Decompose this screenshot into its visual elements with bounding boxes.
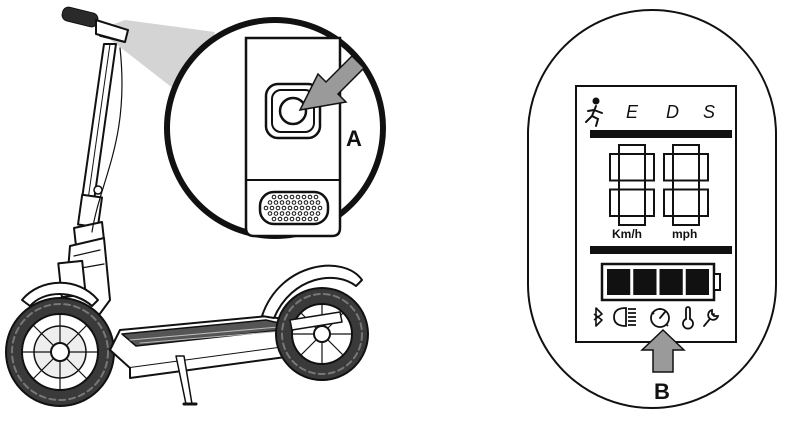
digit-segment (644, 188, 655, 217)
grille-hole (279, 200, 285, 205)
battery-icon (600, 262, 721, 302)
grille-hole (287, 205, 293, 211)
scooter-illustration (5, 6, 369, 407)
grille-hole (303, 200, 309, 205)
grille-hole (271, 194, 277, 200)
front-fender (21, 281, 99, 307)
grille-hole (299, 205, 305, 211)
speed-digit-ones (663, 144, 709, 226)
rear-wheel (275, 287, 369, 381)
label-b: B (654, 379, 670, 404)
mode-s: S (703, 102, 715, 122)
display-screen (575, 85, 737, 343)
digit-segment (698, 153, 709, 182)
grille-hole (295, 194, 301, 200)
grille-hole (305, 205, 311, 211)
grille-hole (269, 205, 275, 211)
grille-hole (279, 211, 285, 216)
grille-hole (285, 211, 291, 216)
digit-segment (644, 153, 655, 182)
digit-segment (618, 144, 646, 155)
battery-segment (633, 269, 657, 295)
arrow-a (298, 54, 366, 111)
unit-kmh: Km/h (612, 227, 642, 241)
display-top-bar (590, 130, 732, 138)
grille-hole (307, 194, 313, 200)
unit-mph: mph (672, 227, 697, 241)
speed-digit-tens (609, 144, 655, 226)
label-a: A (346, 126, 362, 151)
arrow-b (640, 328, 686, 373)
grille-hole (273, 200, 279, 205)
grille-hole (283, 216, 289, 222)
grille-hole (317, 205, 323, 211)
battery-segment (659, 269, 683, 295)
grille-hole (281, 205, 287, 211)
bluetooth-icon (593, 307, 603, 327)
grille-hole (277, 194, 283, 200)
digit-segment (618, 215, 646, 226)
grille-hole (309, 200, 315, 205)
grille-hole (315, 200, 321, 205)
digit-segment (618, 179, 646, 191)
grille-hole (273, 211, 279, 216)
grille-hole (301, 216, 307, 222)
speaker-grille-holes (263, 194, 323, 222)
grille-hole (291, 211, 297, 216)
dashboard-display: E D S Km/h mph (527, 9, 777, 409)
thermometer-icon (682, 306, 694, 330)
grille-hole (311, 205, 317, 211)
grille-hole (271, 216, 277, 222)
wrench-icon (703, 308, 720, 327)
rear-fender (261, 264, 363, 319)
grille-hole (315, 211, 321, 216)
grille-hole (313, 194, 319, 200)
digit-segment (698, 188, 709, 217)
grille-hole (307, 216, 313, 222)
grille-hole (285, 200, 291, 205)
digit-segment (663, 188, 674, 217)
headlight-icon (613, 307, 636, 327)
grille-hole (289, 194, 295, 200)
digit-segment (672, 144, 700, 155)
grille-hole (263, 205, 269, 211)
digit-segment (663, 153, 674, 182)
grille-hole (267, 211, 273, 216)
grille-hole (313, 216, 319, 222)
grille-hole (283, 194, 289, 200)
walk-mode-icon (585, 97, 603, 127)
battery-segment (685, 269, 709, 295)
digit-segment (609, 153, 620, 182)
mode-d: D (666, 102, 679, 122)
grille-hole (267, 200, 273, 205)
handlebar (95, 19, 129, 43)
grille-hole (301, 194, 307, 200)
grille-hole (295, 216, 301, 222)
handlebar-grip (61, 6, 99, 28)
grille-hole (277, 216, 283, 222)
power-button-magnifier: A (164, 17, 386, 239)
grille-hole (297, 211, 303, 216)
battery-segment (607, 269, 631, 295)
grille-hole (303, 211, 309, 216)
display-bottom-bar (590, 246, 732, 254)
grille-hole (297, 200, 303, 205)
grille-hole (289, 216, 295, 222)
mode-e: E (626, 102, 639, 122)
front-wheel (5, 297, 115, 407)
grille-hole (275, 205, 281, 211)
grille-hole (291, 200, 297, 205)
digit-segment (609, 188, 620, 217)
speed-digits (609, 144, 709, 226)
digit-segment (672, 179, 700, 191)
grille-hole (309, 211, 315, 216)
grille-hole (293, 205, 299, 211)
speedometer-icon (650, 308, 670, 328)
digit-segment (672, 215, 700, 226)
